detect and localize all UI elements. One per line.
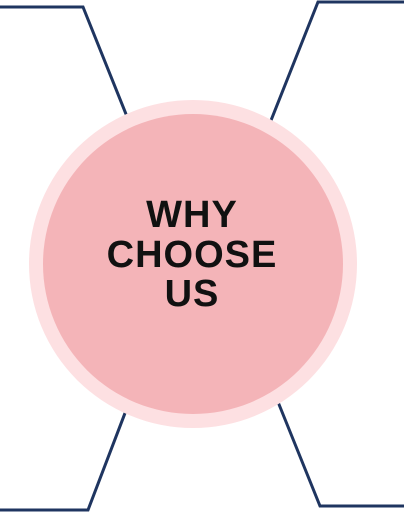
- hub-title: WHY CHOOSE US: [92, 194, 292, 316]
- connector-bottom-right: [272, 391, 404, 508]
- connector-top-right: [264, 0, 404, 134]
- hub-inner-circle: [43, 114, 343, 414]
- connector-top-left: [0, 5, 134, 130]
- hub-title-line-1: WHY: [146, 194, 238, 236]
- connector-bottom-left: [0, 399, 132, 512]
- hub-title-line-3: US: [164, 273, 220, 316]
- hub-title-line-2: CHOOSE: [106, 233, 278, 276]
